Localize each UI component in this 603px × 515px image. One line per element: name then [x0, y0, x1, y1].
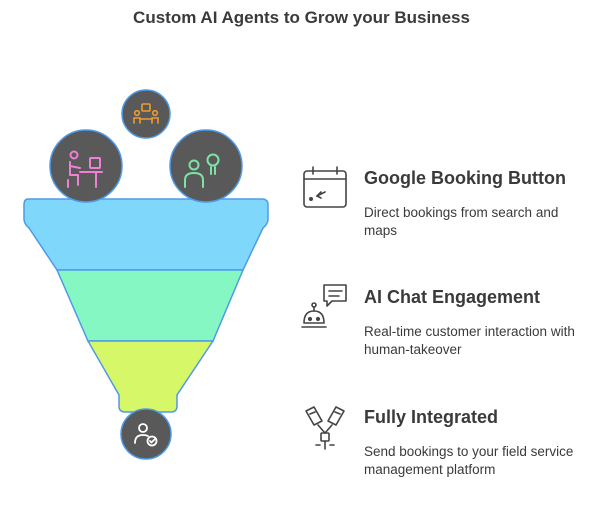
calendar-icon	[303, 166, 347, 208]
funnel-top-section	[23, 198, 269, 271]
user-check-circle	[120, 408, 172, 460]
team-meeting-circle	[121, 89, 171, 139]
item-description: Real-time customer interaction with huma…	[364, 324, 575, 357]
item-heading: Google Booking Button	[364, 168, 566, 188]
item-description: Send bookings to your field service mana…	[364, 444, 574, 477]
person-at-desk-circle	[49, 129, 123, 203]
user-idea-circle	[169, 129, 243, 203]
funnel-bottom-section	[86, 340, 215, 413]
item-heading: Fully Integrated	[364, 407, 499, 427]
team-meeting-icon	[133, 103, 159, 124]
page-title: Custom AI Agents to Grow your Business	[133, 8, 470, 27]
person-at-desk-icon	[67, 150, 103, 188]
chatbot-icon	[301, 284, 347, 328]
item-description: Direct bookings from search and maps	[364, 205, 559, 238]
funnel-middle-section	[55, 269, 245, 342]
funnel-diagram	[23, 89, 269, 460]
item-heading: AI Chat Engagement	[364, 287, 541, 307]
user-check-icon	[134, 423, 158, 447]
plug-connect-icon	[305, 406, 345, 450]
user-idea-icon	[184, 153, 220, 188]
